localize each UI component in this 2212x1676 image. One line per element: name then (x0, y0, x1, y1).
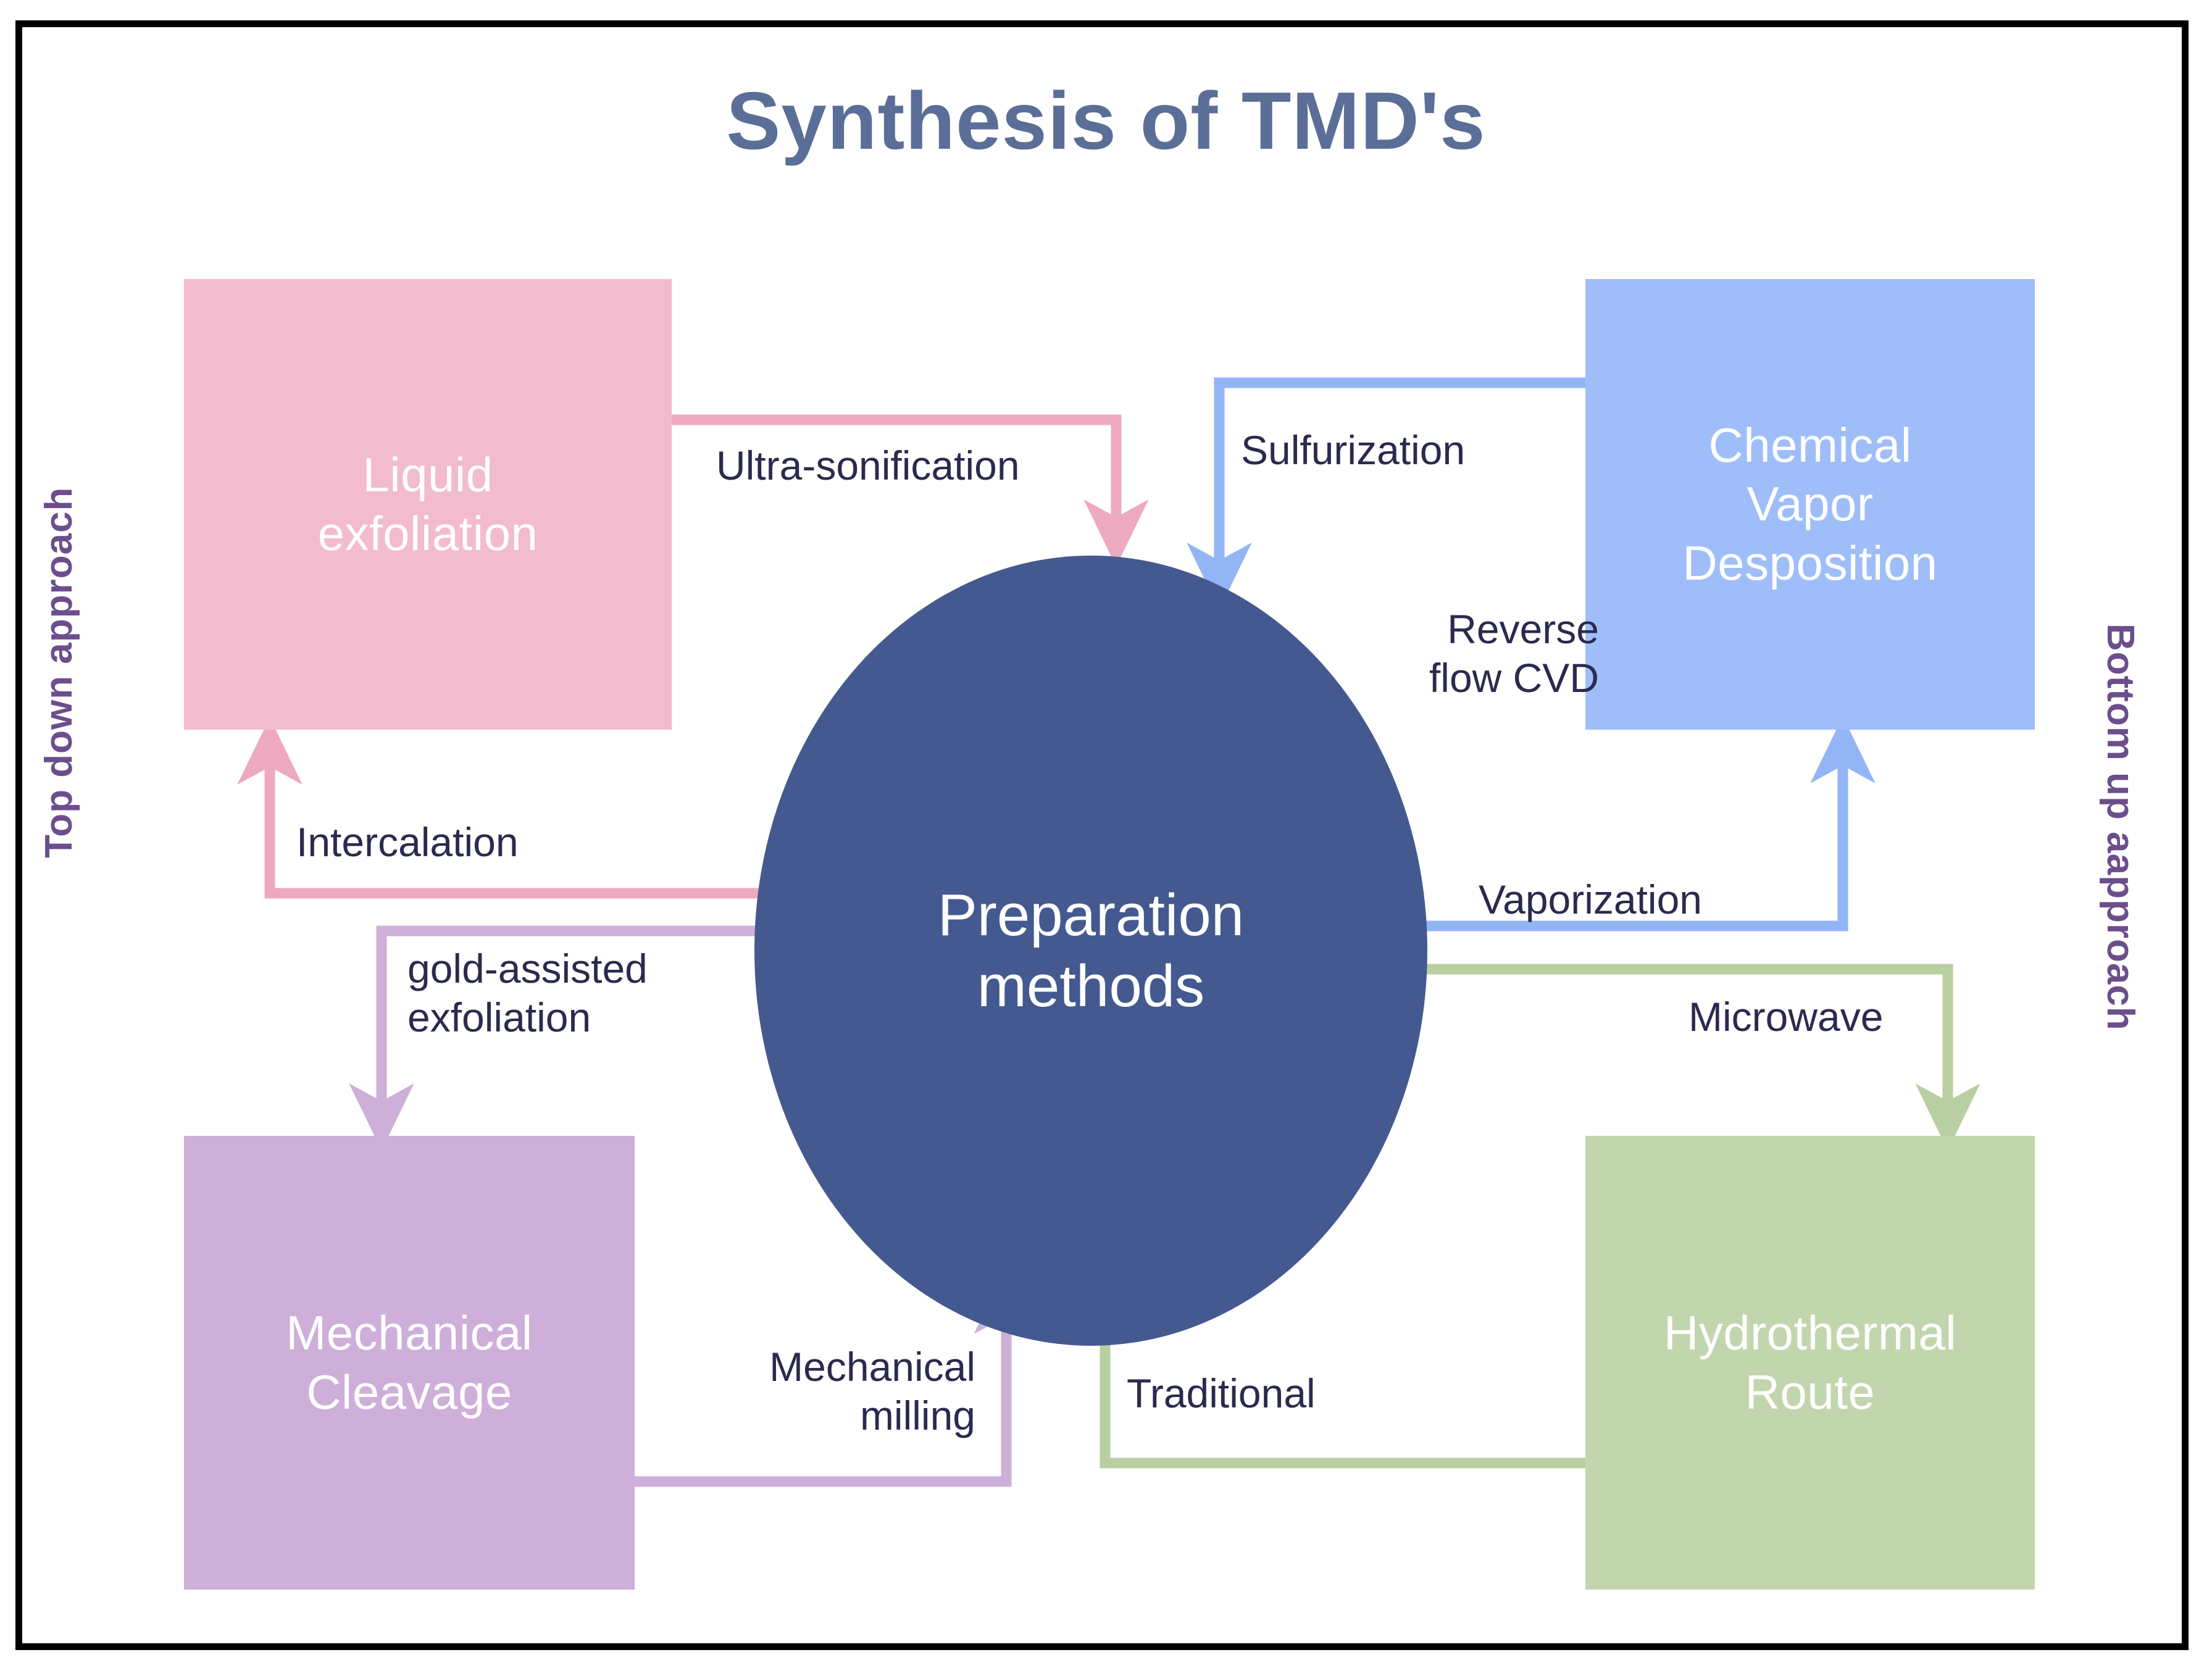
node-hydrothermal-route[interactable]: Hydrothermal Route (1585, 1136, 2035, 1590)
side-label-top-down-approach: Top down approach (38, 486, 80, 858)
edge-label-ultra-sonification: Ultra-sonification (716, 443, 1020, 488)
node-preparation-methods[interactable]: Preparation methods (754, 556, 1427, 1346)
node-chemical-vapor-deposition[interactable]: Chemical Vapor Desposition (1585, 279, 2035, 730)
edge-label-mechanical-milling: Mechanical milling (769, 1344, 975, 1439)
page-title: Synthesis of TMD's (726, 75, 1486, 166)
node-mechanical-cleavage-label: Mechanical Cleavage (286, 1306, 533, 1419)
edge-sulfurization (1187, 377, 1585, 610)
edge-mechanical-milling (635, 1267, 1039, 1487)
page-border-frame (15, 20, 2189, 1650)
edge-vaporization (1417, 716, 1876, 932)
node-preparation-methods-label: Preparation methods (937, 882, 1245, 1019)
node-liquid-exfoliation[interactable]: Liquid exfoliation (184, 279, 672, 730)
node-mechanical-cleavage[interactable]: Mechanical Cleavage (184, 1136, 635, 1590)
edge-label-traditional: Traditional (1127, 1370, 1316, 1416)
edge-label-gold-assisted-exfoliation: gold-assisted exfoliation (407, 946, 648, 1041)
edge-label-vaporization: Vaporization (1479, 877, 1703, 922)
edge-gold-assisted-exfoliation (349, 925, 759, 1151)
side-label-bottom-up-approach: Bottom up aapproach (2099, 623, 2142, 1031)
node-hydrothermal-route-label: Hydrothermal Route (1663, 1306, 1957, 1419)
edge-label-sulfurization: Sulfurization (1241, 427, 1466, 473)
edge-traditional (1072, 1254, 1585, 1469)
node-chemical-vapor-deposition-label: Chemical Vapor Desposition (1682, 418, 1938, 590)
edge-intercalation (237, 717, 759, 899)
node-liquid-exfoliation-label: Liquid exfoliation (317, 447, 538, 561)
edge-ultra-sonification (672, 414, 1149, 567)
edge-microwave (1414, 964, 1980, 1151)
edge-label-intercalation: Intercalation (296, 819, 519, 865)
edge-label-reverse-flow-cvd: Reverse flow CVD (1429, 606, 1599, 701)
edge-label-microwave: Microwave (1688, 994, 1884, 1040)
